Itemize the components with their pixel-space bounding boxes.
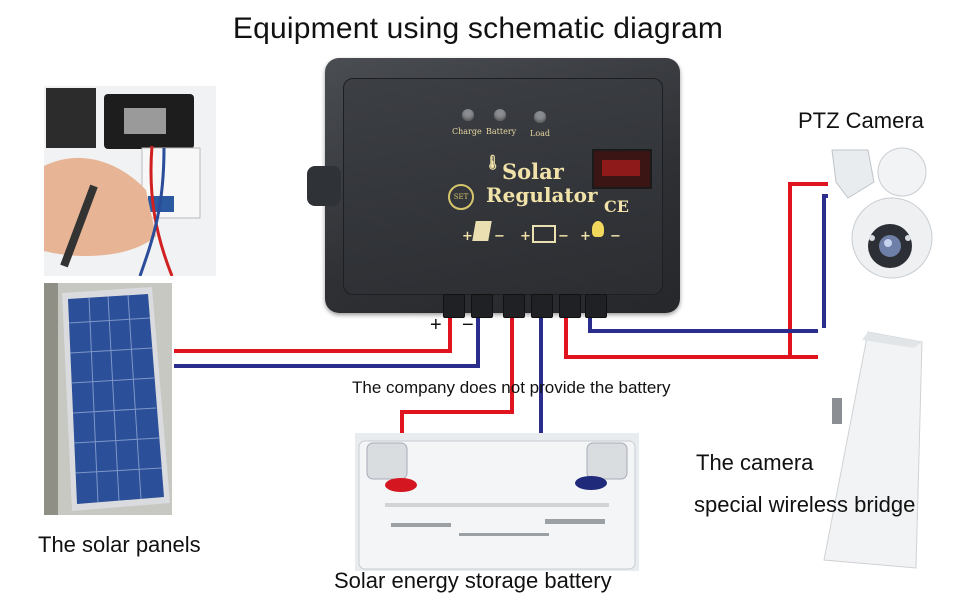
panel-negative-wire	[174, 313, 480, 368]
battery-label: Solar energy storage battery	[334, 568, 612, 593]
regulator-face: Charge Battery Load 🌡 SET Solar Regulato…	[343, 78, 663, 295]
ce-mark: CE	[604, 197, 629, 216]
negative-sign-label: −	[462, 314, 474, 336]
battery-note: The company does not provide the battery	[352, 378, 671, 397]
panel-plus-sign: +	[462, 229, 473, 244]
bridge-label-line2: special wireless bridge	[694, 492, 916, 517]
ptz-camera-photo	[828, 142, 938, 280]
junction-box-wiring-photo	[44, 86, 216, 276]
storage-battery-photo	[355, 433, 639, 571]
battery-plus-sign: +	[520, 229, 531, 244]
solar-panels-label: The solar panels	[38, 532, 201, 557]
load-plus-sign: +	[580, 229, 591, 244]
regulator-mount-ear	[307, 166, 341, 206]
load-positive-wire	[564, 313, 820, 359]
regulator-display	[592, 149, 652, 189]
positive-sign-label: +	[430, 314, 442, 336]
load-led-label: Load	[530, 129, 551, 138]
panel-icon	[472, 221, 492, 241]
lamp-icon	[592, 221, 604, 237]
regulator-name-line1: Solar	[502, 159, 564, 184]
panel-negative-terminal	[471, 294, 493, 318]
diagram-title: Equipment using schematic diagram	[232, 12, 724, 45]
battery-led-label: Battery	[486, 127, 517, 136]
charge-led-label: Charge	[452, 127, 482, 136]
battery-icon	[532, 225, 556, 243]
panel-positive-terminal	[443, 294, 465, 318]
ptz-camera-label: PTZ Camera	[798, 108, 924, 133]
solar-regulator: Charge Battery Load 🌡 SET Solar Regulato…	[307, 58, 680, 318]
load-negative-terminal	[585, 294, 607, 318]
battery-positive-terminal	[503, 294, 525, 318]
battery-minus-sign: −	[558, 229, 569, 244]
wireless-bridge-photo	[818, 328, 928, 573]
load-positive-terminal	[559, 294, 581, 318]
camera-positive-wire	[788, 182, 838, 357]
bridge-label-line1: The camera	[696, 450, 814, 475]
thermometer-icon: 🌡	[484, 155, 502, 171]
battery-negative-terminal	[531, 294, 553, 318]
solar-panel-photo	[44, 283, 172, 515]
battery-led-icon	[494, 109, 506, 121]
load-minus-sign: −	[610, 229, 621, 244]
set-button[interactable]: SET	[448, 184, 474, 210]
panel-minus-sign: −	[494, 229, 505, 244]
regulator-name-line2: Regulator	[486, 183, 598, 207]
load-led-icon	[534, 111, 546, 123]
panel-positive-wire	[174, 313, 452, 353]
terminal-block	[425, 294, 625, 318]
charge-led-icon	[462, 109, 474, 121]
